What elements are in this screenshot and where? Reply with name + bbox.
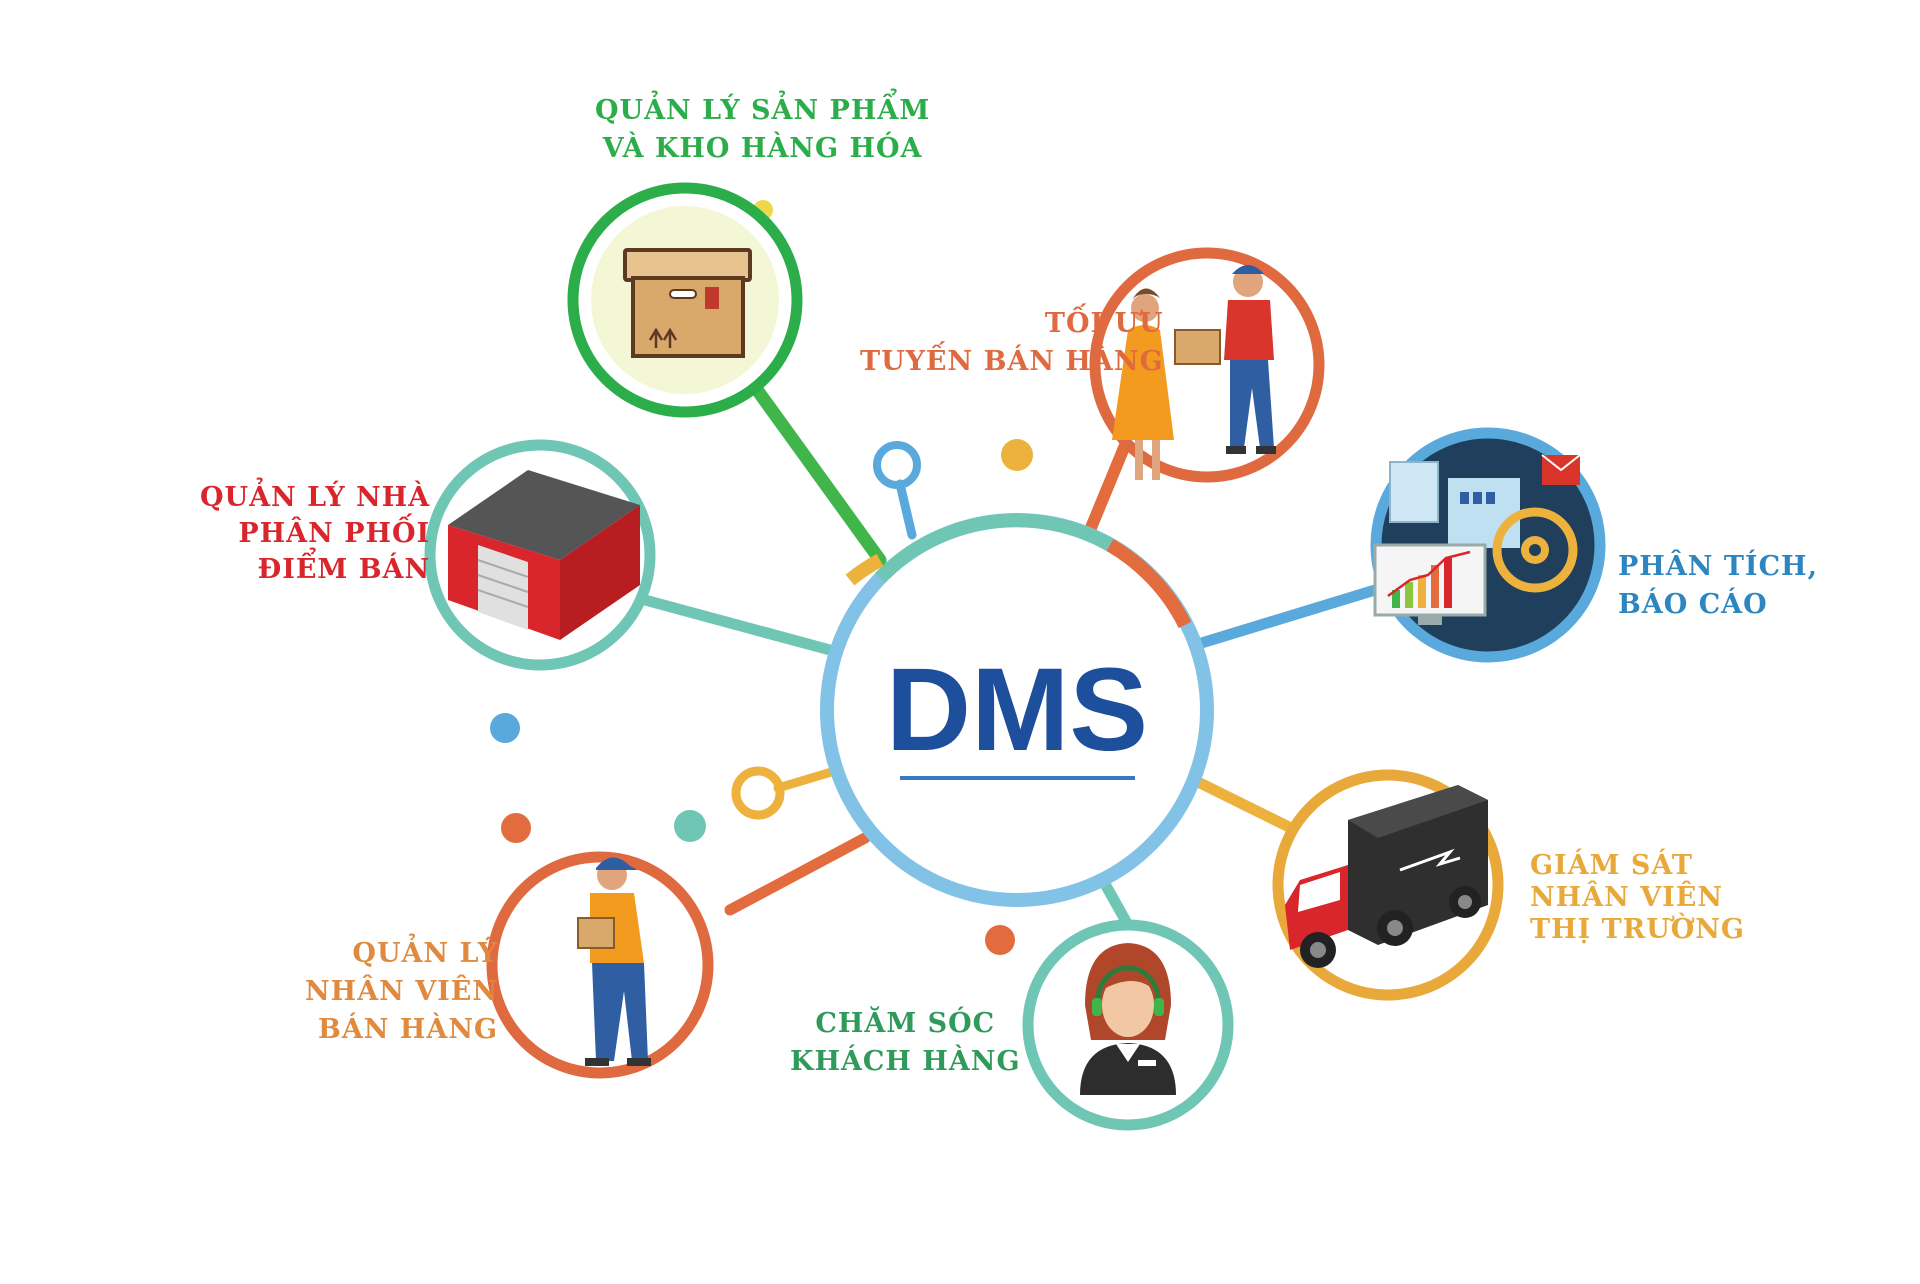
- node-field-staff-monitoring: [1272, 769, 1504, 1001]
- node-analytics-reports: [1370, 427, 1606, 663]
- dot: [1001, 439, 1033, 471]
- center-arc-yellow: [845, 553, 884, 586]
- node-warehouse-goods: [567, 182, 803, 418]
- connector-distributors: [639, 594, 836, 656]
- center-arc-orange: [1106, 538, 1192, 629]
- connector-analytics: [1189, 584, 1381, 651]
- delivery-truck-icon: [1285, 785, 1488, 968]
- connector-route: [1082, 432, 1134, 541]
- label-customer-care: CHĂM SÓC KHÁCH HÀNG: [790, 1008, 1021, 1077]
- connector-sales-staff: [724, 832, 871, 916]
- ring-dot: [731, 766, 785, 820]
- center-arc-teal: [874, 513, 1114, 583]
- connector-warehouse: [743, 373, 887, 567]
- label-sales-staff: QUẢN LÝ NHÂN VIÊN BÁN HÀNG: [305, 938, 499, 1045]
- package-delivery-handover-icon: [1112, 265, 1276, 480]
- dot: [490, 713, 520, 743]
- label-warehouse-goods: QUẢN LÝ SẢN PHẨM VÀ KHO HÀNG HÓA: [595, 95, 931, 164]
- node-sales-staff: [486, 851, 714, 1079]
- connector-truck: [1192, 776, 1301, 836]
- connector-left-ring: [773, 765, 843, 793]
- ring-dot: [873, 441, 921, 489]
- red-warehouse-building-icon: [448, 470, 640, 640]
- node-distributors: [424, 439, 656, 671]
- center-title: DMS: [886, 644, 1148, 776]
- label-route-optimization: TỐI ƯU TUYẾN BÁN HÀNG: [860, 308, 1164, 377]
- label-field-staff-monitoring: GIÁM SÁT NHÂN VIÊN THỊ TRƯỜNG: [1530, 850, 1745, 945]
- connector-top-ring: [895, 479, 917, 540]
- connectors: [639, 373, 1381, 931]
- delivery-worker-icon: [577, 857, 651, 1066]
- headset-agent-icon: [1080, 943, 1176, 1095]
- node-route-optimization: [1089, 247, 1325, 483]
- center-hub: DMS: [820, 513, 1214, 907]
- analytics-dashboard-icon: [1373, 454, 1581, 625]
- dot: [674, 810, 706, 842]
- dot: [501, 813, 531, 843]
- label-analytics-reports: PHÂN TÍCH, BÁO CÁO: [1618, 551, 1818, 620]
- label-distributors: QUẢN LÝ NHÀ PHÂN PHỐI ĐIỂM BÁN: [200, 482, 431, 585]
- cardboard-box-icon: [623, 248, 752, 358]
- node-customer-care: [1022, 919, 1234, 1131]
- dot: [985, 925, 1015, 955]
